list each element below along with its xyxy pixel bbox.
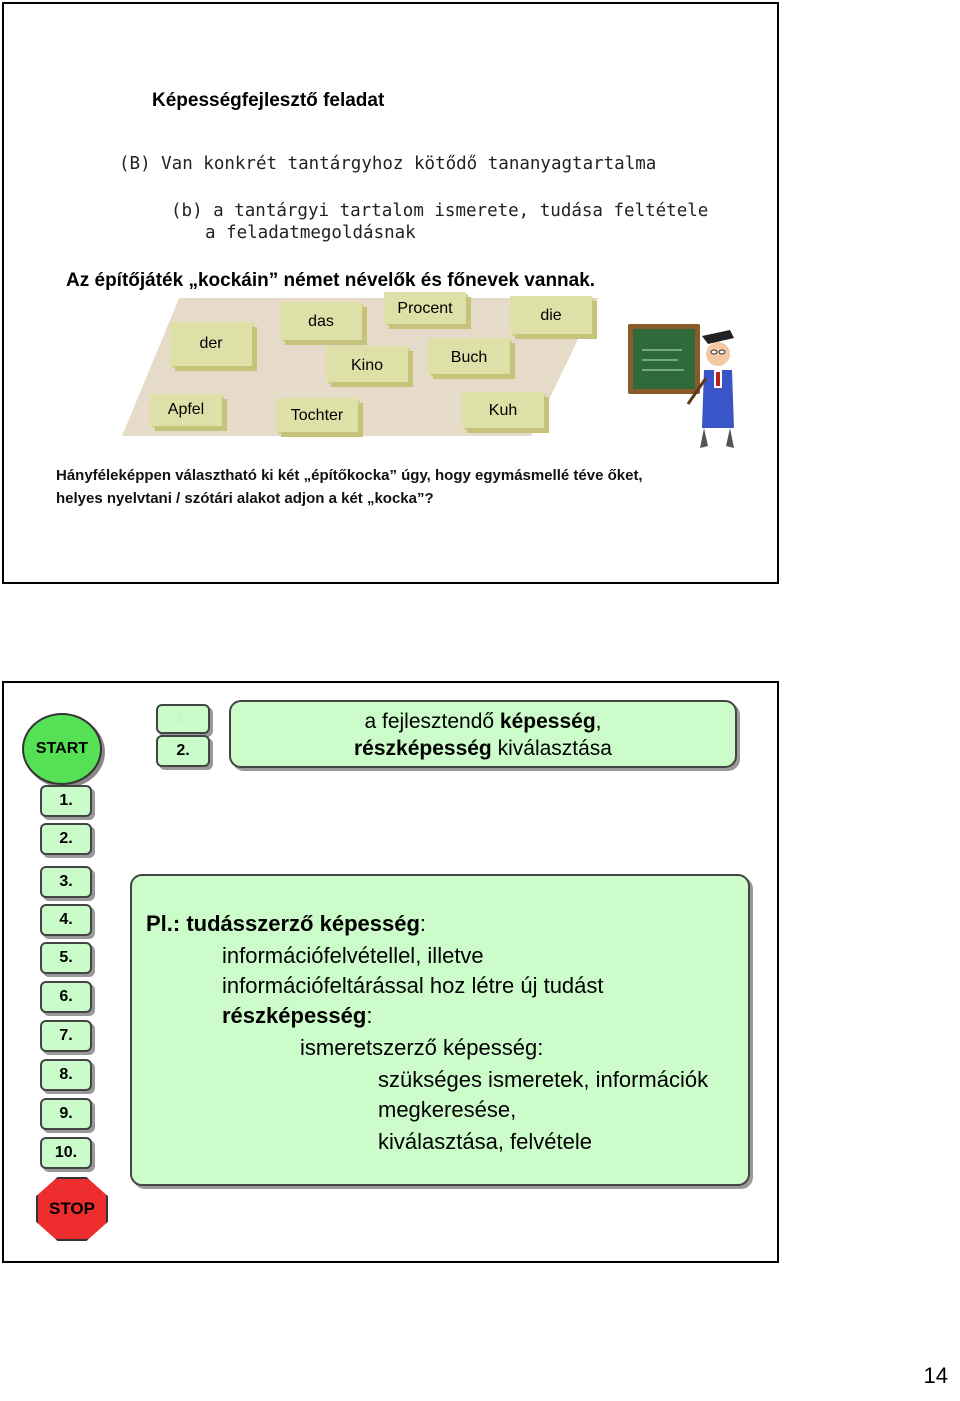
category-b-lower-line1: (b) a tantárgyi tartalom ismerete, tudás… <box>171 201 709 221</box>
block-tochter: Tochter <box>276 398 358 432</box>
block-der: der <box>170 322 252 366</box>
block-buch: Buch <box>428 338 510 374</box>
intro-text-1: Az építőjáték <box>66 270 189 291</box>
step-8: 8. <box>40 1059 92 1091</box>
header-text-c: , <box>595 710 602 733</box>
block-die: die <box>510 296 592 334</box>
block-kino: Kino <box>326 346 408 382</box>
step-9: 9. <box>40 1098 92 1130</box>
block-das: das <box>280 302 362 340</box>
sub-colon: : <box>366 1003 373 1028</box>
sub-line5: kiválasztása, felvétele <box>378 1129 592 1154</box>
header-text-d: részképesség <box>354 737 492 760</box>
slide-1: Képességfejlesztő feladat (B) Van konkré… <box>2 2 779 584</box>
step-1: 1. <box>40 785 92 817</box>
step-10: 10. <box>40 1137 92 1169</box>
example-box: Pl.: tudásszerző képesség: információfel… <box>130 874 750 1186</box>
sub-line2: ismeretszerző képesség: <box>300 1035 544 1060</box>
step-header-line1: a fejlesztendő képesség, <box>231 708 735 735</box>
sub-line3: szükséges ismeretek, információk <box>378 1067 709 1092</box>
teacher-blackboard-illustration <box>628 324 734 448</box>
header-text-e: kiválasztása <box>491 737 612 760</box>
sub-term: részképesség <box>222 1003 367 1028</box>
slide-title: Képességfejlesztő feladat <box>152 90 385 111</box>
header-text-b: képesség <box>499 710 596 733</box>
step-7: 7. <box>40 1020 92 1052</box>
block-procent: Procent <box>384 292 466 324</box>
step-header-text: a fejlesztendő képesség, részképesség ki… <box>231 708 735 762</box>
question-line2: helyes nyelvtani / szótári alakot adjon … <box>56 490 434 507</box>
step-3: 3. <box>40 866 92 898</box>
example-line2: információfelvétellel, illetve <box>222 943 484 968</box>
top-step-2: 2. <box>156 735 210 767</box>
block-kuh: Kuh <box>462 392 544 428</box>
question-text: Hányféleképpen választható ki két „építő… <box>56 464 643 510</box>
step-2: 2. <box>40 823 92 855</box>
category-b-lower-line2: a feladatmegoldásnak <box>205 223 416 243</box>
stop-node: STOP <box>36 1177 108 1241</box>
intro-text-2: „kockáin” <box>188 270 279 291</box>
intro-sentence: Az építőjáték „kockáin” német névelők és… <box>66 270 595 292</box>
step-header-box: a fejlesztendő képesség, részképesség ki… <box>229 700 737 768</box>
example-term: tudásszerző képesség <box>186 911 420 936</box>
category-b-upper: (B) Van konkrét tantárgyhoz kötődő tanan… <box>119 154 657 174</box>
example-line3: információfeltárással hoz létre új tudás… <box>222 973 604 998</box>
example-colon: : <box>419 911 427 936</box>
sub-line4: megkeresése, <box>378 1097 517 1122</box>
step-4: 4. <box>40 904 92 936</box>
step-6: 6. <box>40 981 92 1013</box>
header-text-a: a fejlesztendő <box>364 710 500 733</box>
page-number: 14 <box>923 1363 948 1388</box>
example-line1: Pl.: tudásszerző képesség: <box>146 908 426 939</box>
top-step-1: 1. <box>156 704 210 734</box>
intro-text-3: német névelők és főnevek vannak. <box>278 270 596 291</box>
step-header-line2: részképesség kiválasztása <box>231 735 735 762</box>
start-node: START <box>22 713 102 785</box>
step-5: 5. <box>40 942 92 974</box>
sub-term-line: részképesség: <box>222 1000 372 1031</box>
block-apfel: Apfel <box>150 394 222 426</box>
question-line1: Hányféleképpen választható ki két „építő… <box>56 467 643 484</box>
example-prefix: Pl.: <box>146 911 187 936</box>
